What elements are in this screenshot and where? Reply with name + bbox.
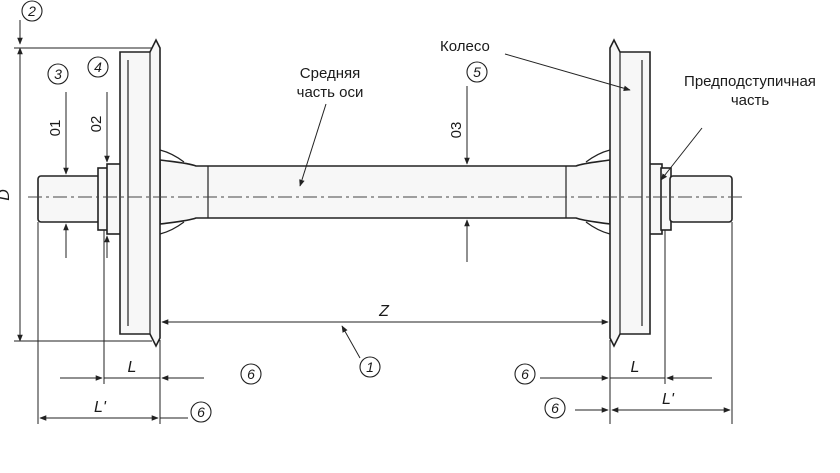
dim-d1-label: 01 bbox=[47, 120, 64, 137]
label-axle-middle-2: часть оси bbox=[297, 84, 364, 101]
dim-d3: 03 bbox=[448, 86, 470, 262]
dim-Z-label: Z bbox=[378, 303, 390, 320]
callout-1-text: 1 bbox=[366, 359, 374, 375]
dim-L-left: L bbox=[60, 359, 204, 381]
callout-1: 1 bbox=[341, 325, 381, 378]
callout-4-text: 4 bbox=[94, 59, 102, 75]
dim-d3-label: 03 bbox=[448, 122, 465, 139]
callout-6-b: 6 bbox=[190, 401, 212, 423]
callout-3: 3 bbox=[47, 63, 69, 85]
dim-Lprime-left: L' bbox=[39, 399, 188, 421]
callout-2-text: 2 bbox=[27, 3, 36, 19]
dim-L-right-label: L bbox=[631, 359, 640, 376]
dim-Lprime-left-label: L' bbox=[94, 399, 107, 416]
callout-5: 5 bbox=[466, 61, 488, 83]
right-wheel bbox=[585, 38, 651, 348]
callout-6-c-text: 6 bbox=[521, 366, 529, 382]
extension-lines bbox=[14, 47, 733, 424]
dim-D-label: D bbox=[0, 189, 13, 201]
dim-L-right: L bbox=[540, 359, 712, 381]
callout-6-d: 6 bbox=[544, 397, 566, 419]
label-pre-hub-2: часть bbox=[731, 92, 770, 109]
dim-Z: Z bbox=[161, 303, 609, 325]
dim-d2: 02 bbox=[88, 92, 110, 258]
callout-6-c: 6 bbox=[514, 363, 536, 385]
dim-D: D bbox=[0, 47, 23, 342]
dim-d1: 01 bbox=[47, 92, 69, 258]
left-journal bbox=[37, 163, 123, 235]
dim-d2-label: 02 bbox=[88, 116, 105, 133]
dim-L-left-label: L bbox=[128, 359, 137, 376]
callout-5-text: 5 bbox=[473, 64, 481, 80]
leader-lines bbox=[299, 53, 703, 187]
axle-middle bbox=[159, 159, 611, 225]
label-wheel: Колесо bbox=[440, 38, 490, 55]
dim-Lprime-right: L' bbox=[575, 391, 731, 413]
callout-3-text: 3 bbox=[54, 66, 62, 82]
label-pre-hub-1: Предподступичная bbox=[684, 73, 816, 90]
label-axle-middle-1: Средняя bbox=[300, 65, 360, 82]
callout-6-a: 6 bbox=[240, 363, 262, 385]
callout-6-b-text: 6 bbox=[197, 404, 205, 420]
callout-6-a-text: 6 bbox=[247, 366, 255, 382]
dim-Lprime-right-label: L' bbox=[662, 391, 675, 408]
callout-4: 4 bbox=[87, 56, 109, 78]
callout-2: 2 bbox=[17, 0, 43, 45]
right-journal bbox=[647, 163, 733, 235]
callout-6-d-text: 6 bbox=[551, 400, 559, 416]
